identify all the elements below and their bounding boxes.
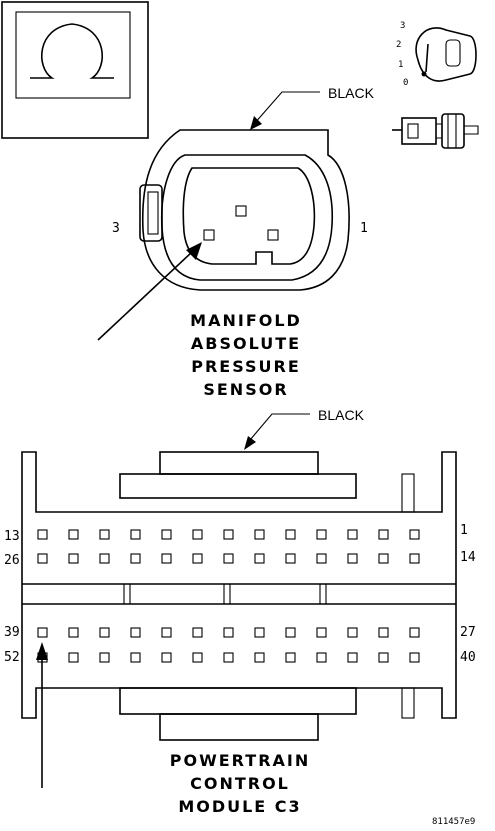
pcm-cavity (37, 553, 48, 564)
pcm-connector (21, 451, 457, 741)
pcm-cavity (347, 529, 358, 540)
pcm-row-label-52: 52 (4, 650, 20, 665)
pcm-cavity-grid (37, 529, 420, 663)
pcm-row-label-40: 40 (460, 650, 476, 665)
pcm-cavity (378, 553, 389, 564)
pcm-cavity (161, 553, 172, 564)
pcm-cavity (316, 627, 327, 638)
omega-icon (30, 23, 114, 79)
map-title-line-4: SENSOR (203, 380, 288, 399)
figure-id: 811457e9 (432, 817, 475, 827)
pcm-cavity (285, 627, 296, 638)
pcm-cavity (409, 627, 420, 638)
pcm-row-label-39: 39 (4, 625, 20, 640)
ignition-key-icon: 3 2 1 0 (396, 21, 477, 88)
pcm-cavity (37, 529, 48, 540)
pcm-cavity (254, 553, 265, 564)
map-cavity-1 (267, 229, 279, 241)
map-sensor-connector (139, 129, 350, 291)
pcm-leader-arrowhead (244, 436, 256, 450)
pcm-cavity (223, 627, 234, 638)
pcm-row-label-26: 26 (4, 553, 20, 568)
pcm-cavity (409, 652, 420, 663)
pcm-cavity (316, 529, 327, 540)
pcm-cavity (378, 652, 389, 663)
pcm-cavity (192, 652, 203, 663)
pcm-cavity (130, 652, 141, 663)
pcm-color-label: BLACK (318, 407, 365, 423)
pcm-title-line-2: CONTROL (190, 774, 290, 793)
pcm-cavity (192, 553, 203, 564)
pcm-color-leader (249, 413, 310, 441)
map-pointer-arrowhead (186, 242, 202, 260)
pcm-cavity (347, 627, 358, 638)
pcm-cavity (285, 652, 296, 663)
symbol-frame (1, 1, 149, 139)
pcm-cavity (254, 652, 265, 663)
pcm-cavity (409, 553, 420, 564)
key-pos-3: 3 (400, 21, 405, 31)
map-title-line-1: MANIFOLD (190, 311, 302, 330)
key-pos-0: 0 (403, 78, 408, 88)
pcm-cavity (378, 529, 389, 540)
pcm-cavity (223, 652, 234, 663)
map-title-line-2: ABSOLUTE (191, 334, 301, 353)
pcm-cavity (347, 652, 358, 663)
pcm-cavity (68, 553, 79, 564)
pcm-title-line-3: MODULE C3 (178, 797, 301, 816)
pcm-cavity (68, 627, 79, 638)
pcm-cavity (130, 553, 141, 564)
pcm-cavity (223, 553, 234, 564)
pcm-cavity (161, 529, 172, 540)
map-pin-right-label: 1 (360, 221, 368, 236)
pcm-cavity (68, 529, 79, 540)
map-cavity-2 (235, 205, 247, 217)
pcm-cavity (285, 529, 296, 540)
key-pos-1: 1 (398, 60, 403, 70)
map-color-label: BLACK (328, 85, 375, 101)
pcm-cavity (99, 529, 110, 540)
pcm-cavity (192, 627, 203, 638)
pcm-cavity (99, 627, 110, 638)
pcm-row-label-14: 14 (460, 550, 476, 565)
pcm-cavity (192, 529, 203, 540)
pcm-cavity (68, 652, 79, 663)
pcm-cavity (254, 529, 265, 540)
pcm-cavity (37, 627, 48, 638)
symbol-inner-box (15, 11, 131, 99)
key-pos-2: 2 (396, 40, 401, 50)
pcm-cavity (161, 652, 172, 663)
pcm-cavity (378, 627, 389, 638)
map-title-line-3: PRESSURE (191, 357, 301, 376)
map-cavity-3 (203, 229, 215, 241)
pcm-row-label-1: 1 (460, 523, 468, 538)
pcm-cavity (99, 652, 110, 663)
pcm-cavity (223, 529, 234, 540)
pcm-row-label-27: 27 (460, 625, 476, 640)
connector-side-icon (392, 113, 479, 149)
pcm-cavity (130, 529, 141, 540)
pcm-cavity (316, 553, 327, 564)
pcm-cavity (409, 529, 420, 540)
map-color-leader (253, 91, 320, 125)
pcm-pointer-arrowhead (36, 642, 48, 660)
pcm-cavity (316, 652, 327, 663)
pcm-row-label-13: 13 (4, 529, 20, 544)
pcm-cavity (254, 627, 265, 638)
pcm-cavity (99, 553, 110, 564)
pcm-cavity (285, 553, 296, 564)
map-pointer-arrow (97, 251, 193, 341)
pcm-title-line-1: POWERTRAIN (170, 751, 310, 770)
pcm-cavity (347, 553, 358, 564)
map-leader-arrowhead (250, 116, 262, 130)
pcm-cavity (161, 627, 172, 638)
pcm-cavity (130, 627, 141, 638)
map-pin-left-label: 3 (112, 221, 120, 236)
